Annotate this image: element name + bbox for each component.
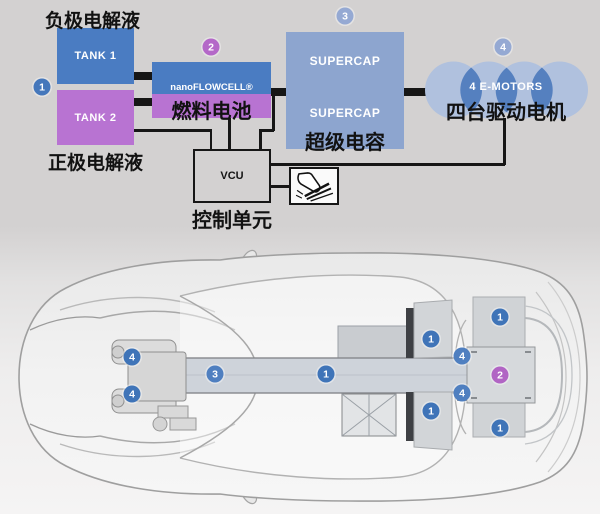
negative-electrolyte-label: 负极电解液 <box>45 11 141 32</box>
wire-vcu-motors-h <box>271 163 505 166</box>
supercap-label-bottom: SUPERCAP <box>309 106 381 120</box>
wire-bus-vcu-v1 <box>272 96 275 131</box>
tank-bar <box>406 308 414 358</box>
wire-bus-vcu-v2 <box>259 129 262 149</box>
heat-exchanger <box>341 393 397 437</box>
badge-4: 4 <box>494 38 512 56</box>
wire-vcu-motors-v <box>503 118 506 165</box>
badge-3: 3 <box>336 7 354 25</box>
rear-axle-pipe <box>524 317 564 433</box>
badge-4: 4 <box>123 385 141 403</box>
connector-tank2-cell <box>134 98 152 106</box>
positive-electrolyte-label: 正极电解液 <box>48 153 144 174</box>
emotors-label: 4 E-MOTORS <box>469 81 543 93</box>
tank2-box: TANK 2 <box>57 90 134 145</box>
tank2-label: TANK 2 <box>74 111 117 124</box>
emotors-cn-label: 四台驱动电机 <box>446 102 566 124</box>
wire-vcu-pedal <box>271 185 289 188</box>
corner-marks <box>471 351 531 399</box>
supercap-box: SUPERCAP SUPERCAP <box>286 32 404 149</box>
rear-axle-pipe <box>524 305 573 445</box>
rear-deck-line <box>547 281 581 473</box>
badge-1: 1 <box>491 419 509 437</box>
badge-4: 4 <box>123 348 141 366</box>
flowcell-box-top: nanoFLOWCELL® <box>152 62 271 94</box>
tank1-label: TANK 1 <box>74 50 117 62</box>
badge-1: 1 <box>317 365 335 383</box>
wire-tank2-vcu-h <box>134 129 212 132</box>
badge-2: 2 <box>202 38 220 56</box>
nanoflowcell-brand: nanoFLOWCELL® <box>170 82 253 93</box>
hood-crease <box>99 310 236 331</box>
headlight-line <box>29 423 101 438</box>
flowcell-box-bottom <box>152 94 271 118</box>
hood-crease <box>99 423 236 444</box>
badge-3: 3 <box>206 365 224 383</box>
fuel-cell-cn-label: 燃料电池 <box>171 101 252 123</box>
supercap-label-top: SUPERCAP <box>309 54 381 68</box>
connector-cell-supercap <box>271 88 286 96</box>
connector-tank1-cell <box>134 72 152 80</box>
badge-1: 1 <box>422 402 440 420</box>
badge-4: 4 <box>453 384 471 402</box>
tank1-box: TANK 1 <box>57 28 134 84</box>
tank-bar <box>406 392 414 441</box>
wire-bus-vcu-h <box>259 129 274 132</box>
vcu-cn-label: 控制单元 <box>192 210 272 232</box>
motor-circles <box>425 61 588 119</box>
rear-flowcell-unit <box>466 346 536 404</box>
wire-cell-vcu <box>228 118 231 149</box>
wire-tank2-vcu-v <box>209 129 212 149</box>
accelerator-pedal-icon <box>295 171 333 202</box>
badge-1: 1 <box>422 330 440 348</box>
badge-2: 2 <box>491 366 509 384</box>
supercap-cn-label: 超级电容 <box>305 132 385 154</box>
badge-1: 1 <box>33 78 51 96</box>
badge-4: 4 <box>453 347 471 365</box>
headlight-line <box>29 316 101 331</box>
vcu-label: VCU <box>220 170 244 182</box>
badge-1: 1 <box>491 308 509 326</box>
connector-supercap-motors <box>404 88 432 96</box>
pedal-box <box>289 167 339 205</box>
vcu-box: VCU <box>193 149 271 203</box>
